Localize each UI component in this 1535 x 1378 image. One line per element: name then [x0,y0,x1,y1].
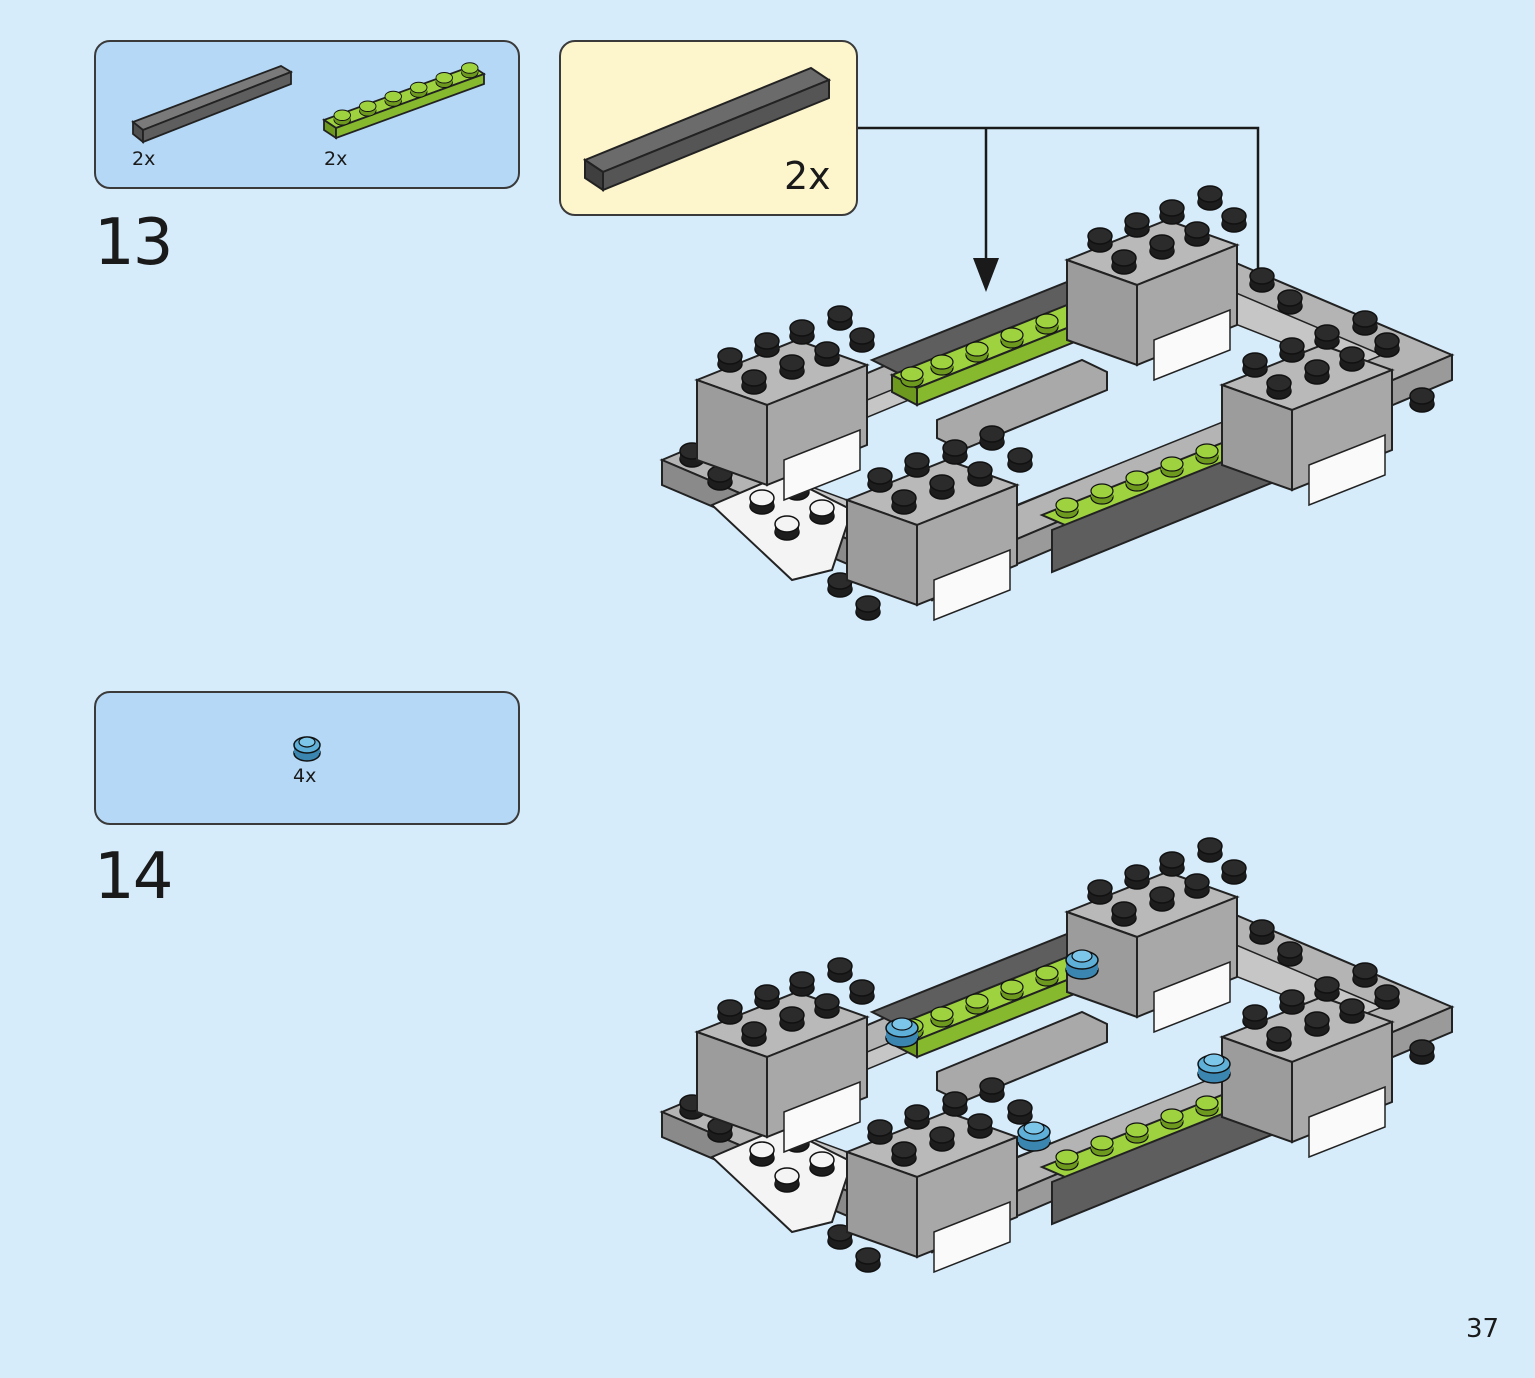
page-number: 37 [1466,1314,1500,1344]
part-qty: 2x [324,148,348,170]
model-step-14 [662,852,1462,1312]
part-qty: 4x [293,765,317,787]
part-qty: 2x [132,148,156,170]
step-number: 14 [94,840,173,914]
parts-box-step-13: 2x 2x [94,40,520,189]
step-number: 13 [94,206,173,280]
arrow-head-icon [973,258,999,292]
callout-subassembly: 2x [559,40,858,216]
lime-plate-icon [322,62,486,140]
dark-gray-tile-icon [582,66,832,192]
dark-gray-tile-icon [131,65,294,144]
azure-round-plate-icon [293,736,321,762]
callout-qty: 2x [784,154,831,198]
parts-box-step-14: 4x [94,691,520,825]
model-step-13 [662,200,1462,660]
